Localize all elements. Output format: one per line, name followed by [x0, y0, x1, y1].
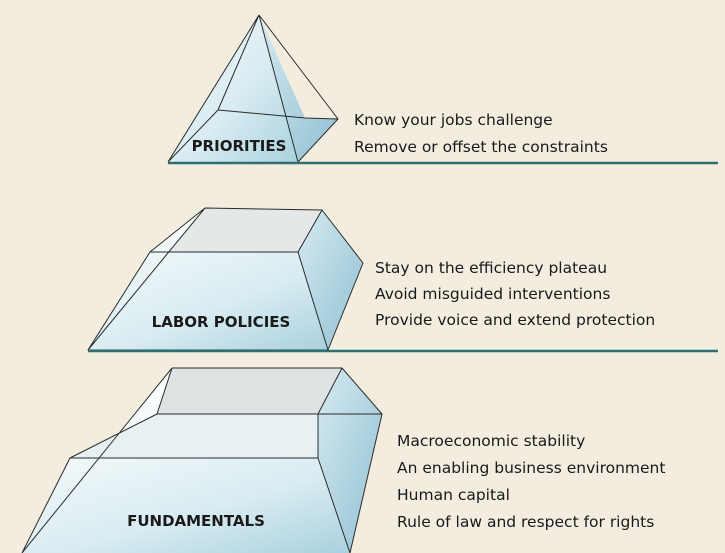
labor-policies-label: LABOR POLICIES: [152, 313, 291, 331]
fundamentals-item-2: An enabling business environment: [397, 459, 665, 477]
fundamentals-mid-face: [70, 414, 318, 458]
labor-front-face: [88, 252, 328, 350]
labor-item-3: Provide voice and extend protection: [375, 311, 655, 329]
fundamentals-front-face: [22, 458, 350, 553]
tier-priorities: PRIORITIES Know your jobs challenge Remo…: [167, 14, 718, 165]
fundamentals-item-4: Rule of law and respect for rights: [397, 513, 654, 531]
priorities-label: PRIORITIES: [192, 137, 287, 155]
tier-fundamentals: FUNDAMENTALS Macroeconomic stability An …: [21, 367, 665, 553]
labor-item-2: Avoid misguided interventions: [375, 285, 610, 303]
tier-labor-policies: LABOR POLICIES Stay on the efficiency pl…: [87, 207, 718, 353]
labor-item-1: Stay on the efficiency plateau: [375, 259, 607, 277]
priorities-item-1: Know your jobs challenge: [354, 111, 553, 129]
priorities-front-face: [168, 15, 298, 162]
priorities-outline: [167, 14, 339, 163]
fundamentals-outline: [21, 367, 383, 553]
labor-right-face: [298, 210, 363, 350]
fundamentals-item-1: Macroeconomic stability: [397, 432, 585, 450]
fundamentals-item-3: Human capital: [397, 486, 510, 504]
priorities-item-2: Remove or offset the constraints: [354, 138, 608, 156]
fundamentals-label: FUNDAMENTALS: [127, 512, 265, 530]
priorities-right-face: [259, 15, 338, 162]
